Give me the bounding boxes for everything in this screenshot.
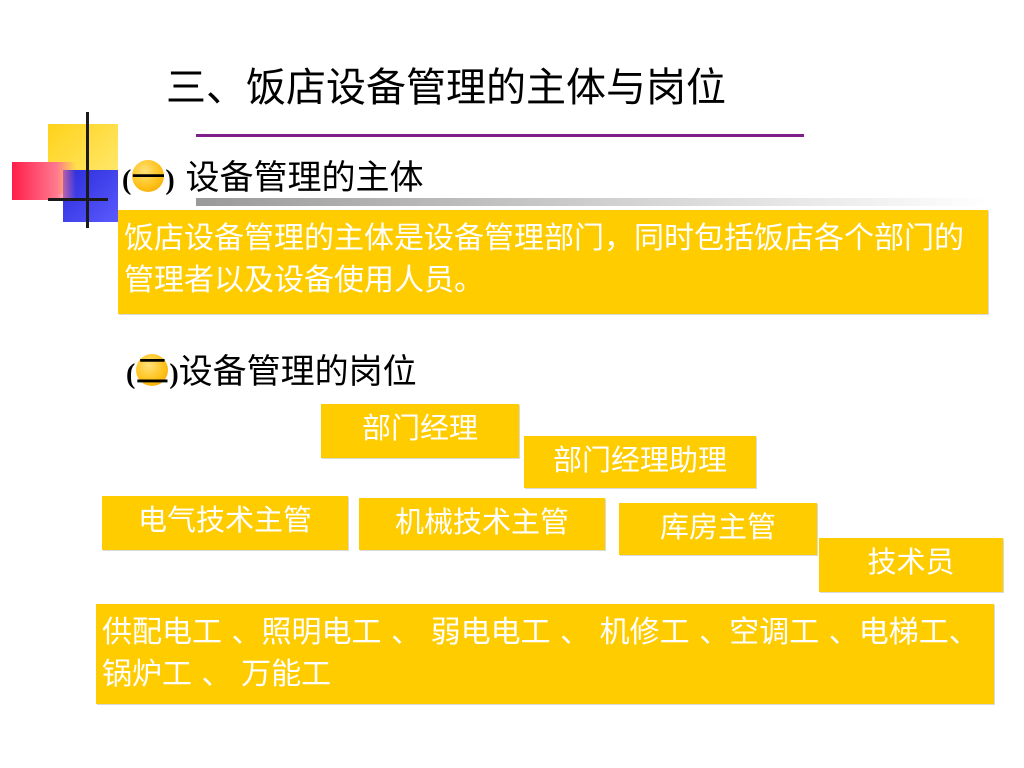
section1-heading-text: 设备管理的主体 — [174, 158, 424, 198]
section1-open-paren: ( — [122, 165, 132, 196]
position-box-manager: 部门经理 — [321, 404, 519, 458]
workers-text: 供配电工 、照明电工 、 弱电电工 、 机修工 、空调工 、电梯工、锅炉工 、 … — [102, 615, 979, 692]
section1-body-box: 饭店设备管理的主体是设备管理部门，同时包括饭店各个部门的管理者以及设备使用人员。 — [118, 210, 988, 314]
decor-vertical-line — [86, 112, 89, 228]
decor-red-bar — [12, 162, 76, 200]
workers-box: 供配电工 、照明电工 、 弱电电工 、 机修工 、空调工 、电梯工、锅炉工 、 … — [96, 604, 994, 704]
slide-title: 三、饭店设备管理的主体与岗位 — [166, 65, 726, 111]
section2-heading: (二)设备管理的岗位 — [126, 350, 417, 397]
decor-horizontal-line — [48, 198, 108, 201]
section1-heading: (一) 设备管理的主体 — [122, 156, 423, 203]
position-box-technician: 技术员 — [819, 538, 1003, 592]
title-underline — [196, 134, 804, 137]
section1-number-badge: 一 — [131, 158, 166, 198]
position-box-mechanical-supervisor: 机械技术主管 — [359, 498, 605, 550]
section1-body-text: 饭店设备管理的主体是设备管理部门，同时包括饭店各个部门的管理者以及设备使用人员。 — [124, 221, 964, 298]
section1-close-paren: ) — [165, 165, 175, 196]
section2-open-paren: ( — [126, 359, 136, 390]
section2-heading-text: 设备管理的岗位 — [178, 352, 417, 392]
section2-number-badge: 二 — [135, 352, 170, 392]
section1-divider — [196, 198, 988, 206]
section2-close-paren: ) — [169, 359, 179, 390]
position-box-electrical-supervisor: 电气技术主管 — [102, 496, 348, 550]
position-box-warehouse-supervisor: 库房主管 — [619, 503, 817, 555]
position-box-assistant-manager: 部门经理助理 — [524, 436, 756, 488]
